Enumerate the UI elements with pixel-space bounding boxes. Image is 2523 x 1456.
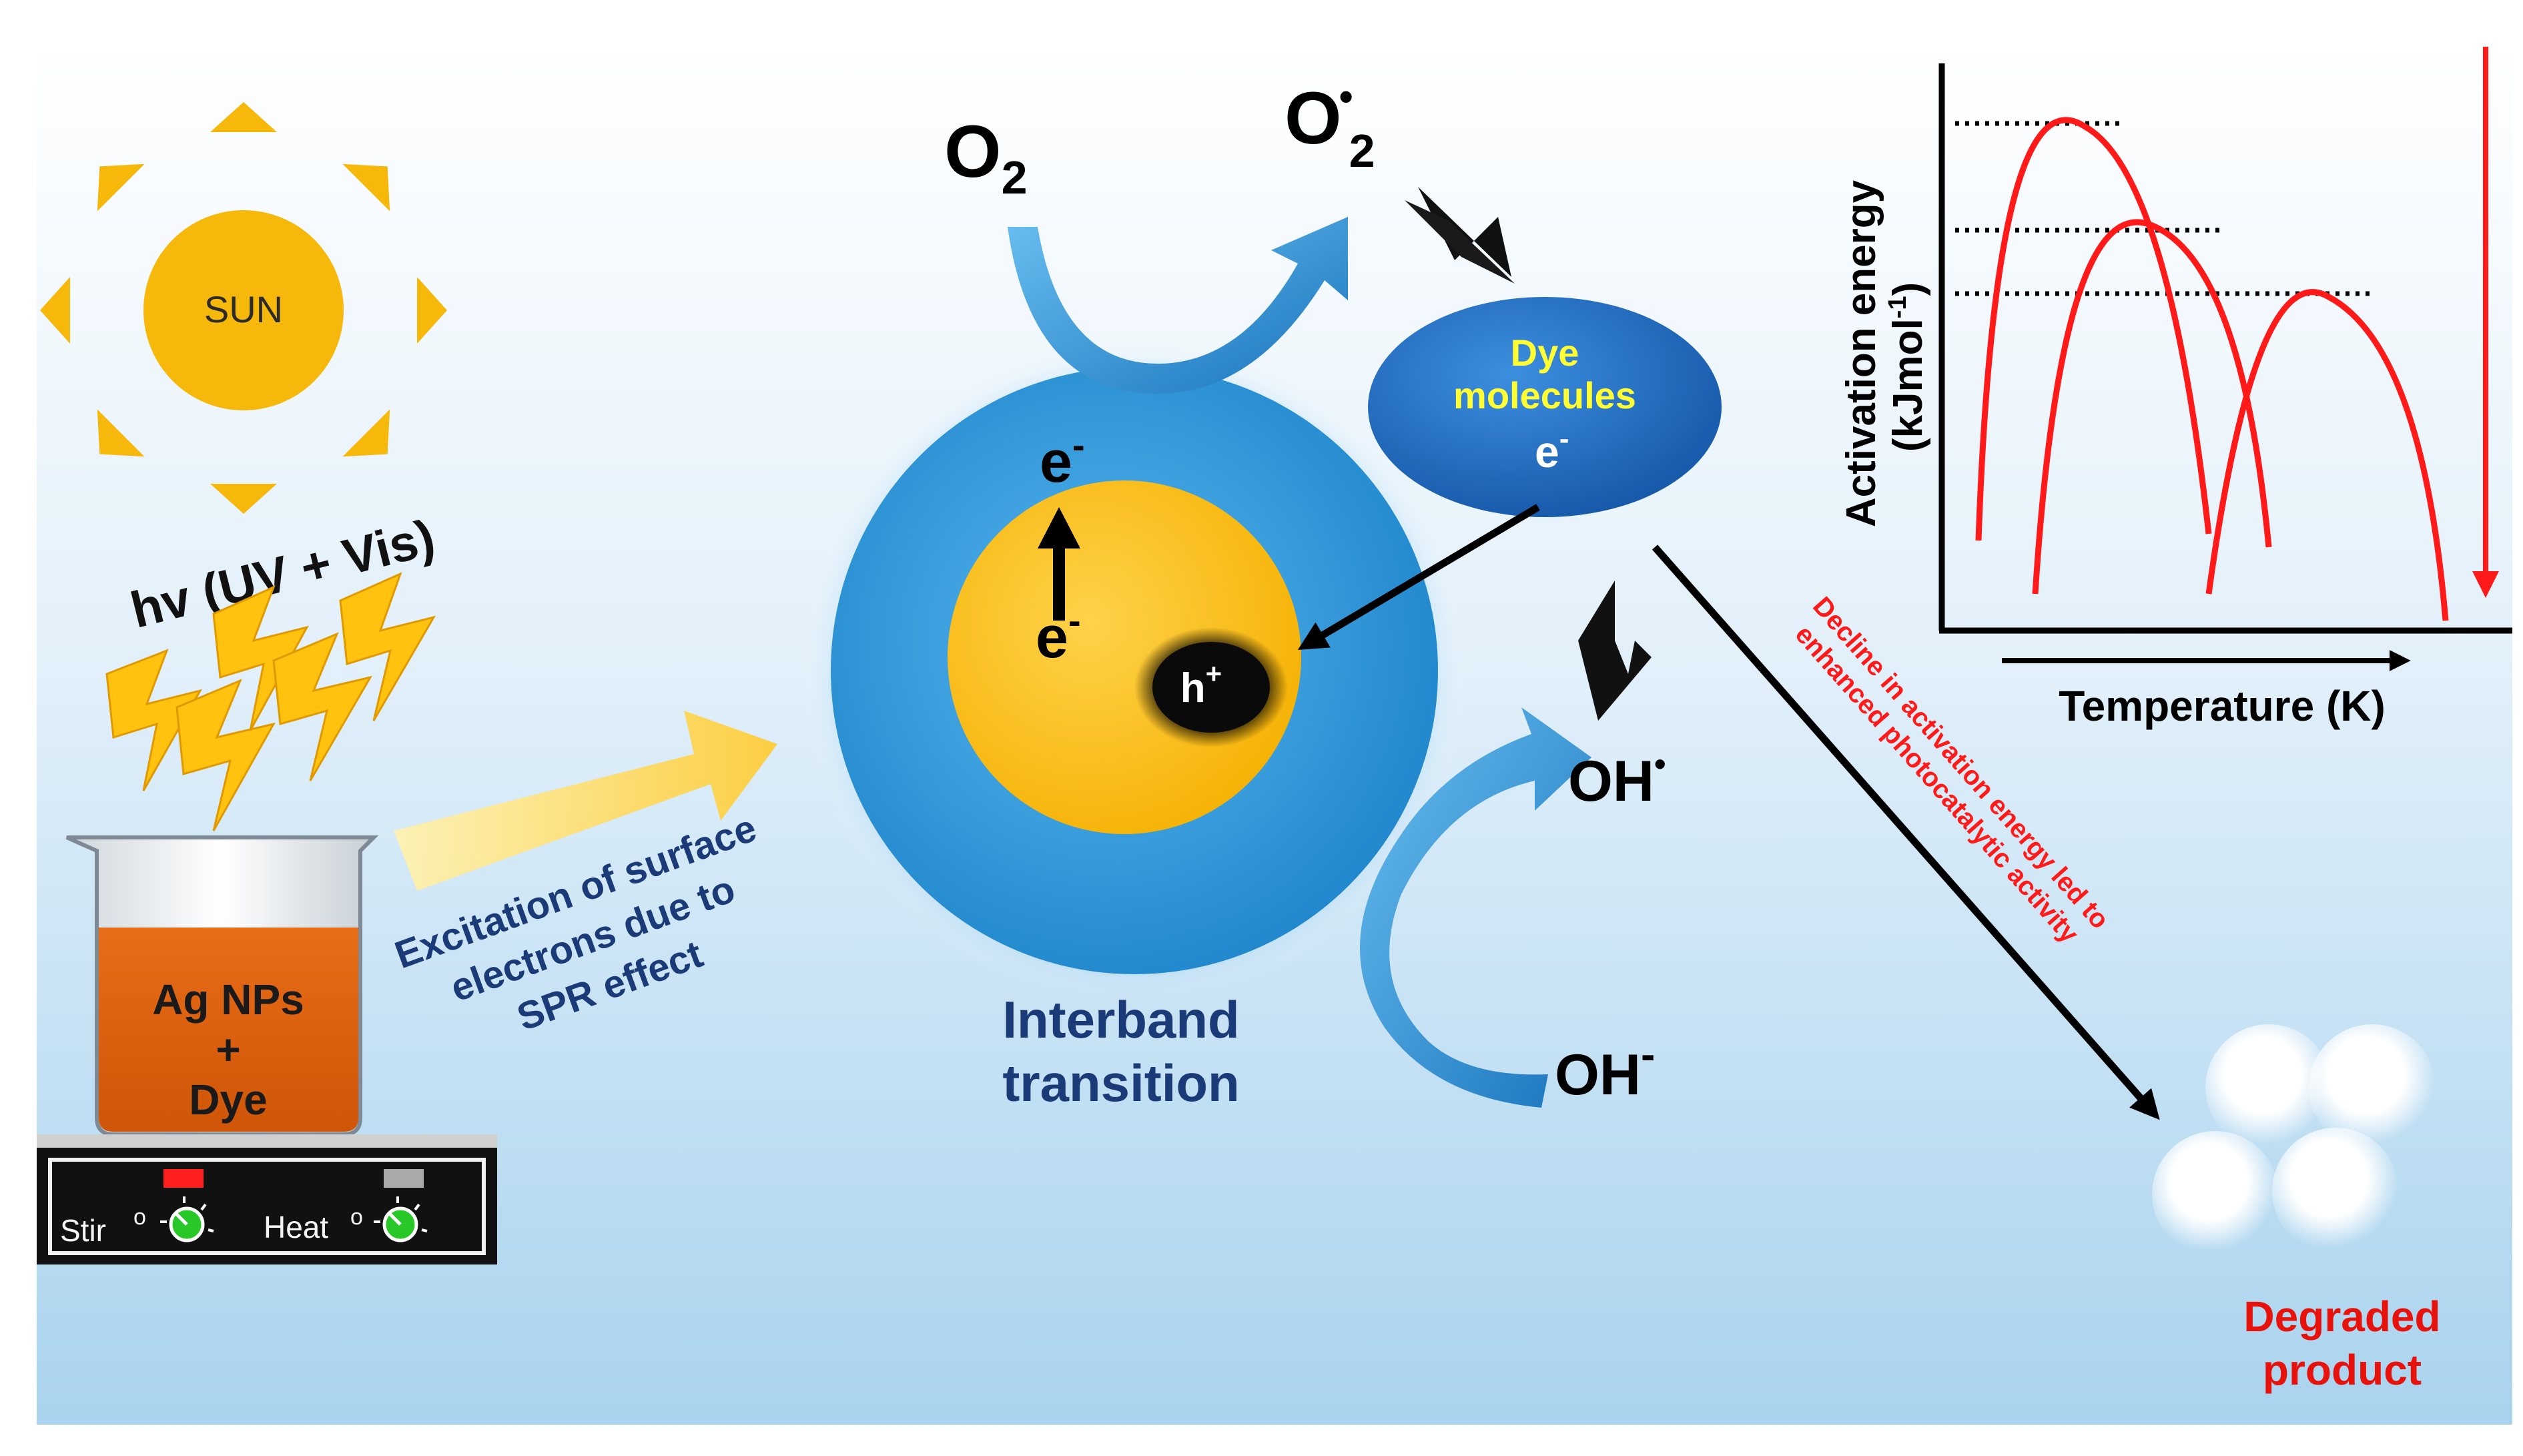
activation-energy-inset: Activation energy(kJmol-1) Temperature (…	[1838, 47, 2512, 730]
interband-line2: transition	[1002, 1054, 1239, 1112]
sun-disc	[143, 210, 344, 410]
beaker-solution	[99, 928, 358, 1132]
electron-outer-letter: e	[1040, 428, 1072, 494]
beaker-line3: Dye	[189, 1076, 267, 1124]
radical-attack-chevron-bottom	[1578, 581, 1652, 721]
hydroxyl-oxidation-arrow	[1359, 707, 1591, 1108]
beaker-line1: Ag NPs	[152, 976, 304, 1024]
sun: SUN	[40, 102, 447, 514]
superoxide-label: O• 2	[1285, 74, 1375, 177]
superoxide-letter: O	[1285, 77, 1342, 159]
oh-radical-label: OH•	[1568, 745, 1666, 813]
nanoparticle: h+ e- e- Interband transition	[801, 337, 1468, 1112]
electron-outer-sign: -	[1072, 424, 1085, 466]
sun-label: SUN	[204, 288, 283, 330]
product-ball	[2205, 1024, 2332, 1151]
dye-to-hole-arrow	[1297, 504, 1540, 650]
activation-curve-high	[1975, 117, 2212, 541]
o2-label: O2	[944, 111, 1028, 204]
beaker-line2: +	[216, 1026, 240, 1074]
degraded-line1: Degraded	[2243, 1293, 2440, 1341]
hole-label: h+	[1180, 658, 1222, 711]
oh-ion-label: OH-	[1555, 1030, 1655, 1107]
o2-letter: O	[944, 111, 1002, 193]
radical-attack-chevron-top-body	[1405, 200, 1515, 284]
electron-outer-label: e-	[1040, 424, 1085, 494]
heat-dial-mark: o	[350, 1204, 363, 1230]
dye-electron-letter: e	[1535, 427, 1559, 476]
superoxide-radical: •	[1339, 74, 1353, 119]
inset-y-label-line1: Activation energy	[1838, 179, 1884, 527]
dye-line1: Dye	[1511, 332, 1579, 374]
dye-electron-sign: -	[1559, 422, 1569, 455]
electron-inner-sign: -	[1068, 599, 1081, 641]
beam-arrow	[394, 711, 777, 891]
bolt-icon	[105, 649, 203, 791]
heat-label: Heat	[264, 1210, 328, 1244]
interband-line1: Interband	[1002, 990, 1239, 1049]
degraded-product: Degraded product	[2152, 1024, 2441, 1394]
o2-reduction-arrow	[1008, 217, 1348, 394]
heat-knob-icon	[374, 1196, 428, 1242]
product-ball	[2152, 1131, 2279, 1258]
activation-curve-low	[2205, 289, 2449, 621]
product-ball	[2309, 1024, 2436, 1151]
inset-y-label-line2-start: (kJmol	[1885, 318, 1931, 452]
hole	[1152, 642, 1270, 733]
dye-line2: molecules	[1453, 374, 1636, 416]
heat-indicator-light	[384, 1169, 424, 1188]
hotplate-front	[48, 1158, 486, 1255]
hotplate: Stir o Heat o	[37, 1134, 497, 1264]
oh-ion-sign: -	[1641, 1030, 1655, 1078]
radical-attack-chevron-top	[1418, 187, 1511, 277]
dye-ellipse	[1368, 297, 1722, 517]
dye-molecules: Dye molecules e-	[1368, 297, 1722, 517]
lightning-bolts	[105, 572, 436, 831]
activation-curve-mid	[2032, 219, 2272, 595]
inset-x-label: Temperature (K)	[2059, 682, 2386, 730]
inset-y-label-exponent: -1	[1884, 296, 1912, 319]
excitation-up-arrow	[1038, 507, 1080, 621]
beaker: Ag NPs + Dye	[65, 835, 379, 1136]
product-ball	[2272, 1128, 2399, 1254]
inset-y-label: Activation energy(kJmol-1)	[1838, 179, 1931, 527]
stir-indicator-light	[163, 1169, 204, 1188]
hole-sign: +	[1206, 658, 1222, 689]
oh-ion-letters: OH	[1555, 1043, 1641, 1107]
bolt-icon	[175, 679, 276, 831]
stir-label: Stir	[60, 1213, 106, 1248]
hotplate-top	[37, 1134, 497, 1148]
inset-y-label-line2-end: )	[1885, 282, 1931, 296]
sun-rays	[40, 102, 447, 514]
stir-knob-icon	[160, 1196, 214, 1242]
degraded-line2: product	[2263, 1346, 2422, 1394]
o2-subscript: 2	[1002, 151, 1028, 204]
decline-arrow	[1652, 544, 2160, 1120]
dye-electron-label: e-	[1535, 422, 1569, 476]
hole-letter: h	[1180, 665, 1206, 711]
stir-dial-mark: o	[133, 1204, 146, 1230]
oh-radical-dot: •	[1654, 745, 1666, 783]
superoxide-subscript: 2	[1349, 125, 1375, 177]
hotplate-body	[37, 1148, 497, 1264]
oh-radical-letters: OH	[1568, 749, 1654, 813]
bolt-icon	[272, 632, 373, 781]
bolt-icon	[339, 572, 436, 721]
